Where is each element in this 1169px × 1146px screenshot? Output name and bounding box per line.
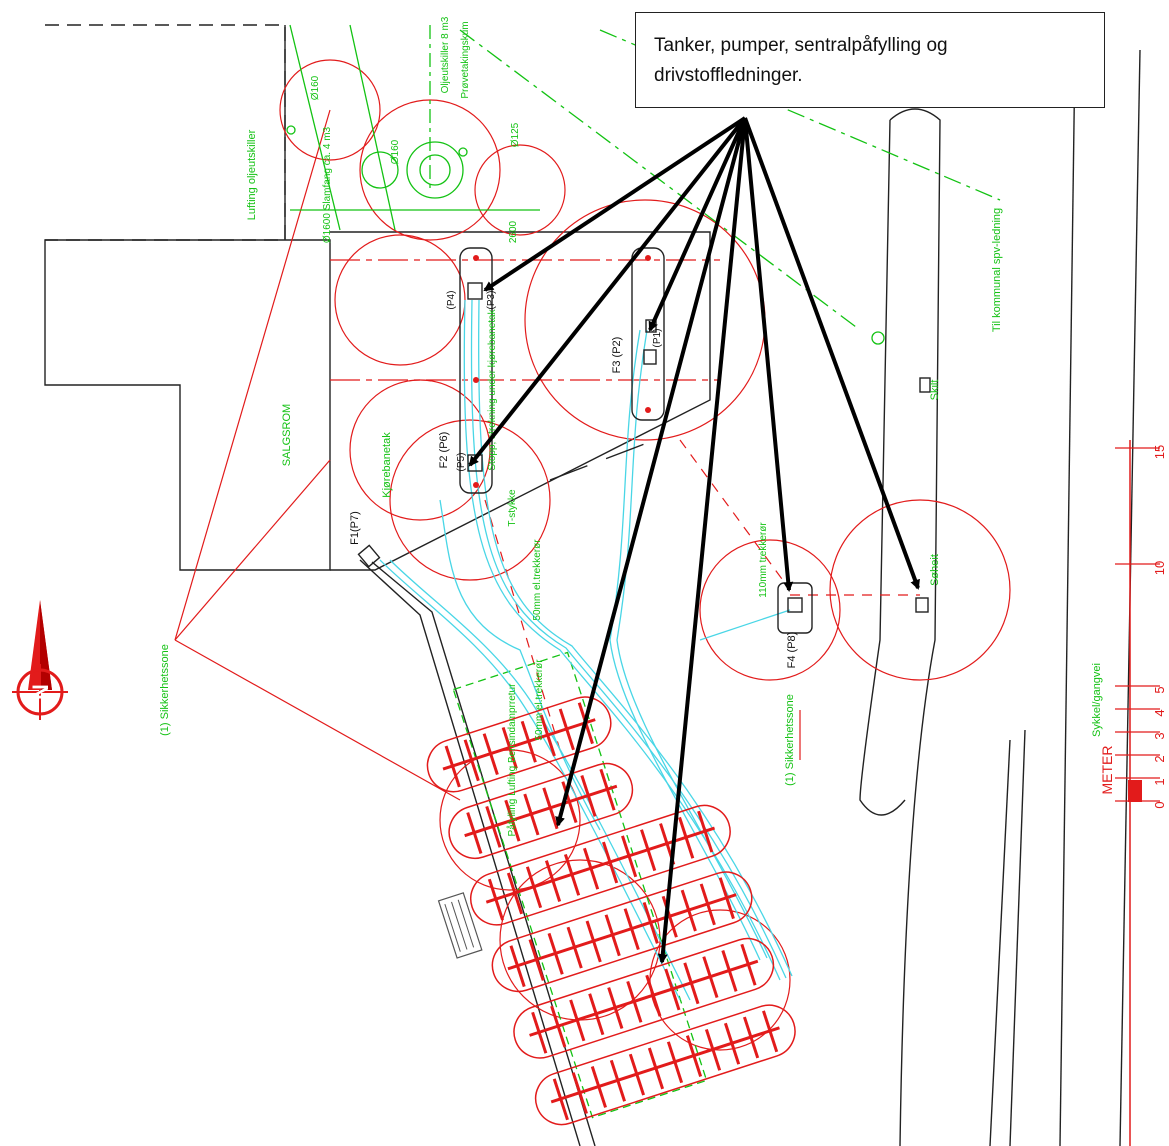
label-trekkror-2: 50mm el.trekkerør — [534, 659, 545, 741]
label-pipe-1: Ø160 — [310, 75, 321, 100]
label-sikkerhetssone-1: (1) Sikkerhetssone — [159, 644, 171, 736]
label-skilt: Skilt — [929, 380, 941, 401]
label-sikkerhetssone-2: (1) Sikkerhetssone — [784, 694, 796, 786]
callout-arrows — [468, 116, 920, 964]
scale-tick-1: 1 — [1152, 778, 1167, 785]
label-sykkel-gangvei: Sykkel/gangvei — [1091, 663, 1103, 737]
road-outline — [359, 49, 1141, 1146]
label-pipe-3: Ø125 — [510, 122, 521, 147]
label-p3: (P3) — [486, 291, 497, 310]
scale-tick-3: 3 — [1152, 732, 1167, 739]
label-pipe-2: Ø160 — [390, 139, 401, 164]
north-label: N — [28, 684, 53, 700]
label-f4: F4 (P8) — [786, 632, 798, 669]
scale-tick-10: 10 — [1152, 561, 1167, 575]
callout-box: Tanker, pumper, sentralpåfylling og driv… — [635, 12, 1105, 108]
label-p5: (P5) — [456, 453, 467, 472]
north-arrow-icon: N — [12, 600, 68, 720]
scale-tick-0: 0 — [1152, 801, 1167, 808]
callout-line-2: drivstoffledninger. — [654, 65, 803, 86]
label-dimension: 2600 — [508, 220, 519, 243]
label-kjorebanetak: Kjørebanetak — [381, 432, 393, 498]
label-provetaking: Prøvetakingskum — [460, 21, 471, 98]
label-f1: F1(P7) — [349, 511, 361, 545]
label-lufting-oljeutskiller: Lufting oljeutskiller — [246, 129, 258, 220]
label-pafylling: Påfylling Lufting Bensindamprretur — [506, 683, 518, 837]
dispenser-labels: F1(P7) F2 (P6) F3 (P2) F4 (P8) (P4) (P3)… — [349, 291, 798, 669]
label-saheit: Søheit — [929, 554, 941, 586]
scale-tick-4: 4 — [1152, 709, 1167, 716]
drawing-labels: Lufting oljeutskiller Ø1600 Slamfang ca.… — [159, 16, 1103, 836]
label-kommunal: Til kommunal spv-ledning — [991, 208, 1003, 332]
label-p1: (P1) — [652, 329, 663, 348]
label-oljeutskiller: Oljeutskiller 8 m3 — [440, 16, 451, 93]
scale-tick-15: 15 — [1152, 445, 1167, 459]
scale-bar: 15 10 5 4 3 2 1 0 METER — [1099, 440, 1167, 1146]
label-salgsrom: SALGSROM — [281, 404, 293, 466]
safety-zones — [174, 59, 1011, 1051]
building-outline — [44, 24, 711, 571]
label-p4: (P4) — [446, 291, 457, 310]
scale-tick-2: 2 — [1152, 755, 1167, 762]
label-f3: F3 (P2) — [611, 337, 623, 374]
label-trekkror-3: 110mm trekkerør — [758, 522, 769, 598]
drainage-lines — [286, 24, 1001, 1119]
label-stopp: Stopp, strekning under kjørebanetak — [487, 308, 498, 470]
fuel-lines — [379, 299, 793, 1001]
label-slamfang: Ø1600 Slamfang ca. 4 m3 — [322, 126, 333, 243]
callout-line-1: Tanker, pumper, sentralpåfylling og — [654, 35, 948, 56]
label-tstykke: T-stykke — [507, 489, 518, 527]
dispenser-islands — [357, 247, 931, 634]
label-f2: F2 (P6) — [438, 432, 450, 469]
scale-tick-5: 5 — [1152, 686, 1167, 693]
fuel-tanks — [426, 696, 796, 1126]
label-trekkror-1: 50mm el.trekkerør — [532, 539, 543, 621]
scale-unit-label: METER — [1099, 746, 1115, 795]
